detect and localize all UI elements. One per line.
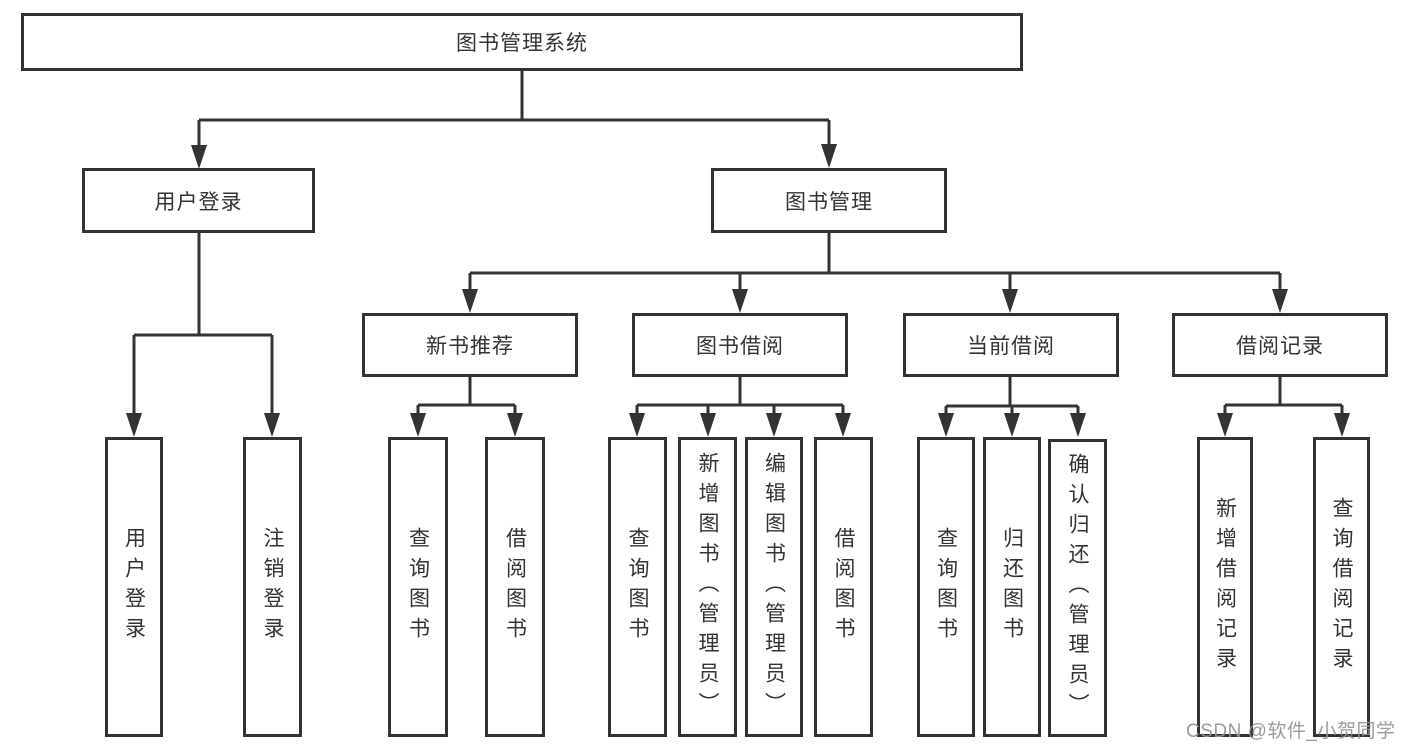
leaf-logout: 注销登录: [243, 437, 302, 737]
node-label: 新书推荐: [426, 335, 514, 358]
leaf-query-books-borrow: 查询图书: [608, 437, 667, 737]
node-current-borrow: 当前借阅: [903, 313, 1119, 377]
leaf-confirm-return-admin: 确认归还（管理员）: [1048, 439, 1107, 737]
node-label: 查询图书: [406, 527, 430, 647]
node-label: 查询图书: [626, 527, 650, 647]
node-label: 图书管理: [785, 190, 873, 214]
node-borrow-record: 借阅记录: [1172, 313, 1388, 377]
node-book-borrow: 图书借阅: [632, 313, 848, 377]
leaf-add-borrow-record: 新增借阅记录: [1197, 437, 1253, 737]
leaf-add-books-admin: 新增图书（管理员）: [678, 437, 737, 737]
leaf-user-login: 用户登录: [105, 437, 163, 737]
leaf-edit-books-admin: 编辑图书（管理员）: [745, 437, 803, 737]
node-label: 查询图书: [934, 527, 958, 647]
node-label: 用户登录: [154, 190, 243, 214]
node-label: 注销登录: [261, 527, 285, 647]
arrowheads: [126, 144, 1350, 437]
node-label: 查询借阅记录: [1330, 497, 1354, 677]
node-label: 借阅图书: [503, 527, 527, 647]
leaf-borrow-books-recommend: 借阅图书: [485, 437, 545, 737]
node-label: 编辑图书（管理员）: [762, 452, 786, 722]
node-label: 确认归还（管理员）: [1066, 453, 1090, 723]
leaf-return-books: 归还图书: [983, 437, 1041, 737]
leaf-borrow-books: 借阅图书: [814, 437, 873, 737]
node-user-login: 用户登录: [82, 168, 315, 233]
node-root-library-system: 图书管理系统: [21, 13, 1023, 71]
node-label: 用户登录: [122, 527, 146, 647]
node-label: 借阅图书: [832, 527, 856, 647]
leaf-query-borrow-record: 查询借阅记录: [1313, 437, 1370, 737]
leaf-query-books-current: 查询图书: [917, 437, 975, 737]
node-label: 归还图书: [1000, 527, 1024, 647]
node-label: 当前借阅: [967, 335, 1055, 358]
node-label: 图书管理系统: [456, 32, 588, 55]
node-label: 新增借阅记录: [1213, 497, 1237, 677]
node-label: 图书借阅: [696, 335, 784, 358]
node-label: 新增图书（管理员）: [696, 452, 720, 722]
node-label: 借阅记录: [1236, 335, 1324, 358]
csdn-watermark: CSDN @软件_小贺同学: [1186, 721, 1396, 742]
leaf-query-books-recommend: 查询图书: [388, 437, 448, 737]
node-new-book-recommend: 新书推荐: [362, 313, 578, 377]
node-book-management: 图书管理: [711, 168, 947, 233]
